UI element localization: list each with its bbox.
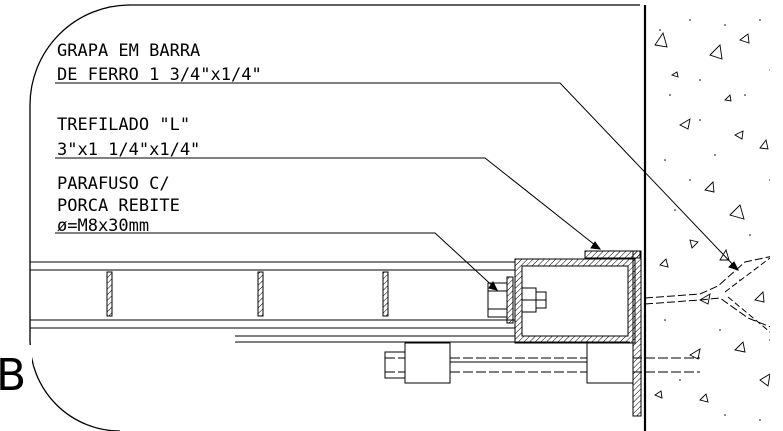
clamp-block-right <box>586 342 634 384</box>
label-parafuso-line1: PARAFUSO C/ <box>57 174 170 194</box>
stiffener-1 <box>106 271 113 317</box>
label-grapa-line2: DE FERRO 1 3/4"x1/4" <box>57 65 262 85</box>
grapa-bar <box>644 254 770 333</box>
label-grapa-line1: GRAPA EM BARRA <box>57 41 200 61</box>
label-parafuso-line3: ø=M8x30mm <box>57 216 149 236</box>
concrete-wall <box>643 5 770 431</box>
stiffener-3 <box>382 271 389 317</box>
l-angle-leg <box>632 250 642 417</box>
label-trefilado-line2: 3"x1 1/4"x1/4" <box>57 140 200 160</box>
bolt-assembly <box>487 276 547 324</box>
leader-lines <box>55 82 739 291</box>
box-section <box>514 250 642 417</box>
clamp-block-left <box>404 342 451 384</box>
detail-mark: B <box>0 350 26 401</box>
l-angle <box>584 250 641 259</box>
detail-boundary <box>29 4 640 431</box>
label-trefilado-line1: TREFILADO "L" <box>57 115 190 135</box>
stiffener-2 <box>257 271 264 317</box>
concrete-aggregate <box>654 31 770 403</box>
label-parafuso-line2: PORCA REBITE <box>57 196 180 216</box>
washer <box>506 276 514 324</box>
concrete-dots <box>659 19 770 421</box>
lower-rod <box>384 342 700 384</box>
